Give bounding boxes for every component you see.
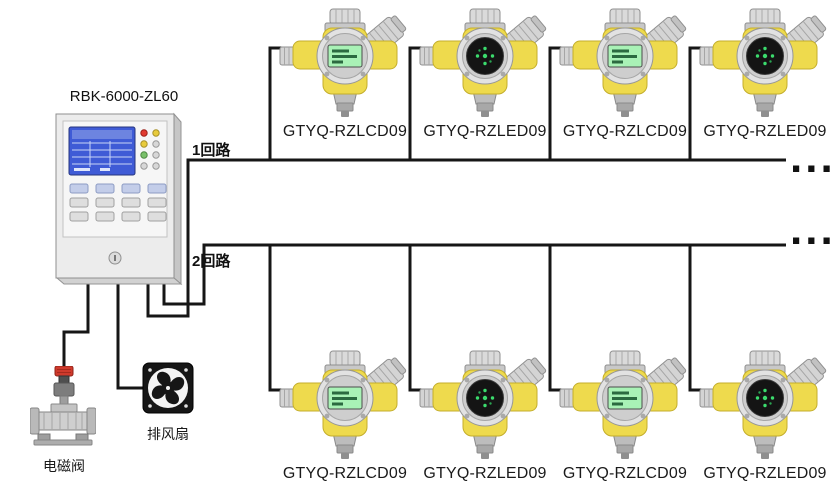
gas-detector-top-1: GTYQ-RZLCD09 [270, 8, 420, 141]
controller-keypad [69, 183, 167, 222]
detector-label: GTYQ-RZLED09 [703, 123, 827, 140]
gas-detector-graphic [699, 350, 829, 460]
more-devices-ellipsis-bottom: ... [790, 205, 836, 254]
gas-detector-graphic [559, 350, 689, 460]
loop2-bus-wire [162, 243, 786, 306]
gas-detector-bottom-3: GTYQ-RZLCD09 [550, 350, 700, 483]
detector-label: GTYQ-RZLED09 [423, 465, 547, 482]
controller-door-lock [108, 251, 122, 265]
solenoid-valve [30, 366, 96, 446]
gas-detector-graphic [419, 350, 549, 460]
gas-detector-graphic [419, 8, 549, 118]
detector-label: GTYQ-RZLCD09 [562, 123, 688, 140]
loop1-bus-wire [146, 158, 786, 318]
fan-label: 排风扇 [147, 426, 189, 442]
loop1-label: 1回路 [192, 142, 231, 159]
gas-detector-bottom-4: GTYQ-RZLED09 [690, 350, 840, 483]
detector-label: GTYQ-RZLCD09 [282, 123, 408, 140]
gas-detector-top-3: GTYQ-RZLCD09 [550, 8, 700, 141]
gas-detector-graphic [279, 350, 409, 460]
loop2-label: 2回路 [192, 253, 231, 270]
gas-detector-graphic [559, 8, 689, 118]
controller-screen [68, 126, 136, 176]
loop1-detector-drops [268, 46, 702, 160]
detector-label: GTYQ-RZLCD09 [562, 465, 688, 482]
detector-label: GTYQ-RZLED09 [703, 465, 827, 482]
gas-detector-top-2: GTYQ-RZLED09 [410, 8, 560, 141]
gas-detector-graphic [699, 8, 829, 118]
detector-label: GTYQ-RZLED09 [423, 123, 547, 140]
loop2-detector-drops [268, 245, 702, 392]
detector-label: GTYQ-RZLCD09 [282, 465, 408, 482]
more-devices-ellipsis-top: ... [790, 133, 836, 182]
controller-indicator-leds [140, 129, 160, 170]
valve-wire [62, 272, 90, 368]
exhaust-fan [142, 362, 194, 414]
gas-detector-bottom-2: GTYQ-RZLED09 [410, 350, 560, 483]
fan-wire [116, 272, 145, 390]
gas-detector-graphic [279, 8, 409, 118]
controller-model-label: RBK-6000-ZL60 [69, 88, 179, 105]
gas-detector-top-4: GTYQ-RZLED09 [690, 8, 840, 141]
controller-unit [55, 112, 183, 286]
valve-label: 电磁阀 [43, 458, 85, 474]
gas-detector-bottom-1: GTYQ-RZLCD09 [270, 350, 420, 483]
